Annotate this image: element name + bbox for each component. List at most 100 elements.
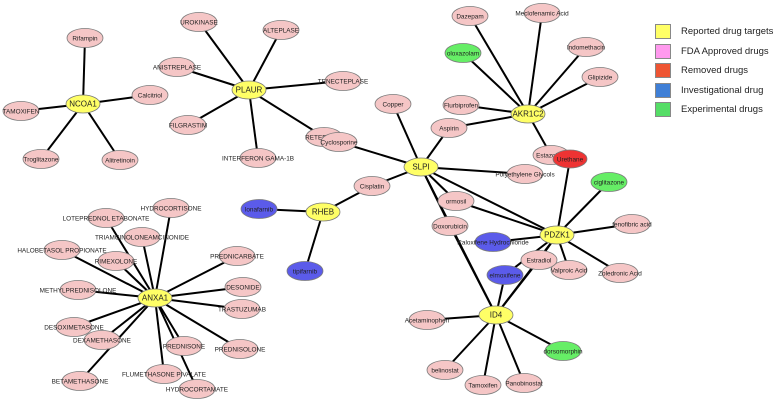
node-triamcinolone[interactable]: TRIAMCINOLONEAMCINONIDE (95, 227, 189, 247)
node-shape-alteplase[interactable] (262, 20, 300, 40)
node-glipizide[interactable]: Glipizide (581, 67, 619, 87)
node-aspirin[interactable]: Aspirin (430, 118, 468, 138)
node-shape-tamoxifen1[interactable] (2, 101, 40, 121)
node-shape-doxorubicin[interactable] (431, 216, 469, 236)
node-shape-urethane[interactable] (552, 149, 588, 169)
node-AKR1C2[interactable]: AKR1C2 (510, 104, 546, 124)
node-urokinase[interactable]: UROKINASE (180, 12, 218, 32)
node-shape-ciglitazone[interactable] (590, 172, 628, 192)
node-ID4[interactable]: ID4 (478, 305, 514, 325)
node-calcitriol[interactable]: Calcitriol (131, 85, 169, 105)
node-shape-tipifarnib[interactable] (286, 261, 324, 281)
node-shape-prednicarbate[interactable] (218, 246, 256, 266)
node-shape-glipizide[interactable] (581, 67, 619, 87)
node-copper[interactable]: Copper (374, 94, 412, 114)
node-cisplatin[interactable]: Cisplatin (353, 176, 391, 196)
node-shape-copper[interactable] (374, 94, 412, 114)
node-shape-prednisone[interactable] (165, 336, 203, 356)
node-shape-aspirin[interactable] (430, 118, 468, 138)
node-meclofenamic[interactable]: Meclofenamic Acid (515, 3, 569, 23)
node-anistreplase[interactable]: ANISTREPLASE (153, 57, 201, 77)
node-shape-elmoxifene[interactable] (486, 265, 524, 285)
node-shape-dexamethasone[interactable] (83, 330, 121, 350)
node-polyethylene[interactable]: Polyethylene Glycols (495, 164, 555, 184)
node-shape-filgrastim[interactable] (169, 115, 207, 135)
node-desonide[interactable]: DESONIDE (224, 277, 262, 297)
node-shape-ormosil[interactable] (437, 191, 475, 211)
node-shape-methylpred[interactable] (59, 280, 97, 300)
node-urethane[interactable]: Urethane (552, 149, 588, 169)
node-dexamethasone[interactable]: DEXAMETHASONE (73, 330, 131, 350)
node-lonafarnib[interactable]: lonafarnib (240, 199, 278, 219)
node-NCOA1[interactable]: NCOA1 (65, 94, 101, 114)
node-rifampin[interactable]: Rifampin (66, 28, 104, 48)
node-shape-desoximetasone[interactable] (55, 317, 93, 337)
node-shape-PDZK1[interactable] (539, 225, 575, 245)
node-filgrastim[interactable]: FILGRASTIM (169, 115, 207, 135)
node-methylpred[interactable]: METHYLPREDNISOLONE (40, 280, 117, 300)
node-valproic[interactable]: Valproic Acid (550, 260, 588, 280)
node-shape-belinostat[interactable] (426, 360, 464, 380)
node-raloxifene[interactable]: Raloxifene Hydrochloride (457, 232, 529, 252)
node-hydrocortamate[interactable]: HYDROCORTAMATE (166, 379, 228, 399)
node-prednisone[interactable]: PREDNISONE (163, 336, 205, 356)
node-doxorubicin[interactable]: Doxorubicin (431, 216, 469, 236)
node-tamoxifen2[interactable]: Tamoxifen (464, 375, 502, 395)
node-dazepam[interactable]: Dazepam (451, 6, 489, 26)
node-shape-panobinostat[interactable] (505, 373, 543, 393)
node-flurbiprofen[interactable]: Flurbiprofen (442, 95, 480, 115)
node-flumethasone[interactable]: FLUMETHASONE PIVALATE (122, 364, 206, 384)
node-shape-raloxifene[interactable] (474, 232, 512, 252)
node-indomethacin[interactable]: Indomethacin (567, 37, 606, 57)
node-panobinostat[interactable]: Panobinostat (505, 373, 543, 393)
node-shape-calcitriol[interactable] (131, 85, 169, 105)
node-rimexolone[interactable]: RIMEXOLONE (95, 251, 138, 271)
node-PDZK1[interactable]: PDZK1 (539, 225, 575, 245)
node-shape-RHEB[interactable] (305, 202, 341, 222)
node-shape-dorsomorphin[interactable] (544, 341, 582, 361)
node-PLAUR[interactable]: PLAUR (231, 80, 267, 100)
node-shape-valproic[interactable] (550, 260, 588, 280)
node-alitretinoin[interactable]: Alitretinoin (101, 150, 139, 170)
node-shape-fenofibric[interactable] (613, 214, 651, 234)
node-shape-ANXA1[interactable] (137, 288, 173, 308)
node-shape-troglitazone[interactable] (22, 149, 60, 169)
node-shape-tenecteplase[interactable] (324, 71, 362, 91)
node-RHEB[interactable]: RHEB (305, 202, 341, 222)
node-shape-NCOA1[interactable] (65, 94, 101, 114)
node-interferon[interactable]: INTERFERON GAMA-1B (222, 148, 294, 168)
node-shape-trastuzumab[interactable] (223, 299, 261, 319)
node-shape-prednisolone[interactable] (221, 339, 259, 359)
node-shape-lonafarnib[interactable] (240, 199, 278, 219)
node-shape-triamcinolone[interactable] (123, 227, 161, 247)
node-hydrocortisone[interactable]: HYDROCORTISONE (141, 198, 202, 218)
node-shape-oloxazolam[interactable] (444, 43, 482, 63)
node-betamethasone[interactable]: BETAMETHASONE (52, 371, 109, 391)
node-shape-PLAUR[interactable] (231, 80, 267, 100)
node-ormosil[interactable]: ormosil (437, 191, 475, 211)
node-ANXA1[interactable]: ANXA1 (137, 288, 173, 308)
node-desoximetasone[interactable]: DESOXIMETASONE (44, 317, 104, 337)
node-acetaminophen[interactable]: Acetaminophen (405, 310, 450, 330)
node-shape-acetaminophen[interactable] (408, 310, 446, 330)
node-shape-desonide[interactable] (224, 277, 262, 297)
node-shape-cisplatin[interactable] (353, 176, 391, 196)
node-shape-flumethasone[interactable] (145, 364, 183, 384)
node-shape-cyclosporine[interactable] (320, 132, 358, 152)
node-tamoxifen1[interactable]: TAMOXIFEN (2, 101, 40, 121)
node-shape-interferon[interactable] (239, 148, 277, 168)
node-tipifarnib[interactable]: tipifarnib (286, 261, 324, 281)
node-shape-dazepam[interactable] (451, 6, 489, 26)
node-shape-alitretinoin[interactable] (101, 150, 139, 170)
node-shape-tamoxifen2[interactable] (464, 375, 502, 395)
node-shape-meclofenamic[interactable] (523, 3, 561, 23)
node-shape-ID4[interactable] (478, 305, 514, 325)
node-shape-anistreplase[interactable] (158, 57, 196, 77)
node-trastuzumab[interactable]: TRASTUZUMAB (218, 299, 266, 319)
node-estradiol[interactable]: Estradiol (520, 250, 558, 270)
node-belinostat[interactable]: belinostat (426, 360, 464, 380)
node-shape-flurbiprofen[interactable] (442, 95, 480, 115)
node-shape-hydrocortisone[interactable] (152, 198, 190, 218)
node-shape-estradiol[interactable] (520, 250, 558, 270)
node-shape-rifampin[interactable] (66, 28, 104, 48)
